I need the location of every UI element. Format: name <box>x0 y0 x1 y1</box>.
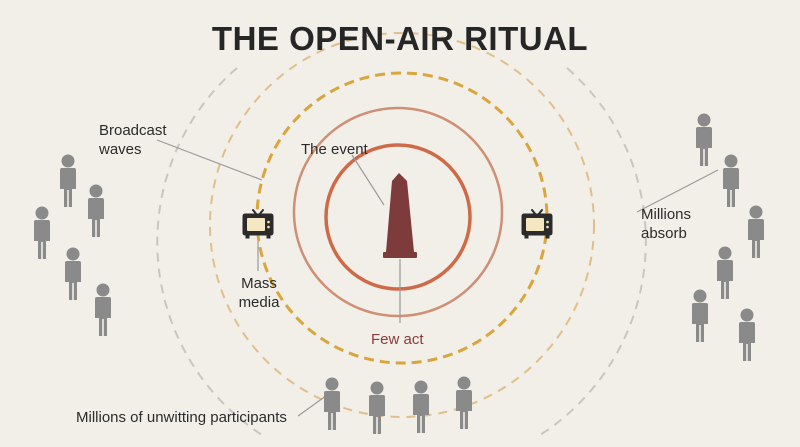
the-event-label: The event <box>301 141 368 158</box>
person-icon <box>369 381 385 434</box>
person-icon <box>413 380 429 433</box>
person-icon <box>34 206 50 259</box>
mass-media-line-2: media <box>238 294 280 311</box>
person-icon <box>60 154 76 207</box>
tv-icon <box>521 209 553 239</box>
person-icon <box>692 289 708 342</box>
millions-absorb-line-1: Millions <box>641 206 692 223</box>
outer-broadcast-wave <box>209 32 595 418</box>
event-ring <box>324 143 472 291</box>
broadcast-waves-label: Broadcast waves <box>99 121 167 159</box>
middle-ring <box>292 106 504 318</box>
person-icon <box>95 283 111 336</box>
event-pointer <box>351 154 385 206</box>
person-icon <box>88 184 104 237</box>
broadcast-waves-line-2: waves <box>99 141 142 158</box>
mass-media-label: Mass media <box>232 274 286 312</box>
broadcast-pointer <box>156 139 263 181</box>
person-icon <box>456 376 472 429</box>
few-act-label: Few act <box>371 331 424 348</box>
mass-media-line-1: Mass <box>241 275 277 292</box>
tv-icon <box>242 209 274 239</box>
person-icon <box>717 246 733 299</box>
obelisk-icon <box>383 173 417 258</box>
far-wave-right <box>539 67 647 436</box>
person-icon <box>723 154 739 207</box>
person-icon <box>696 113 712 166</box>
unwitting-participants-label: Millions of unwitting participants <box>76 409 287 426</box>
millions-absorb-label: Millions absorb <box>641 205 691 243</box>
person-icon <box>748 205 764 258</box>
page-title: THE OPEN-AIR RITUAL <box>211 20 589 57</box>
person-icon <box>65 247 81 300</box>
far-wave-left <box>156 67 263 436</box>
broadcast-waves-line-1: Broadcast <box>99 122 167 139</box>
millions-absorb-pointer <box>636 169 719 213</box>
millions-absorb-line-2: absorb <box>641 225 687 242</box>
person-icon <box>739 308 755 361</box>
person-icon <box>324 377 340 430</box>
